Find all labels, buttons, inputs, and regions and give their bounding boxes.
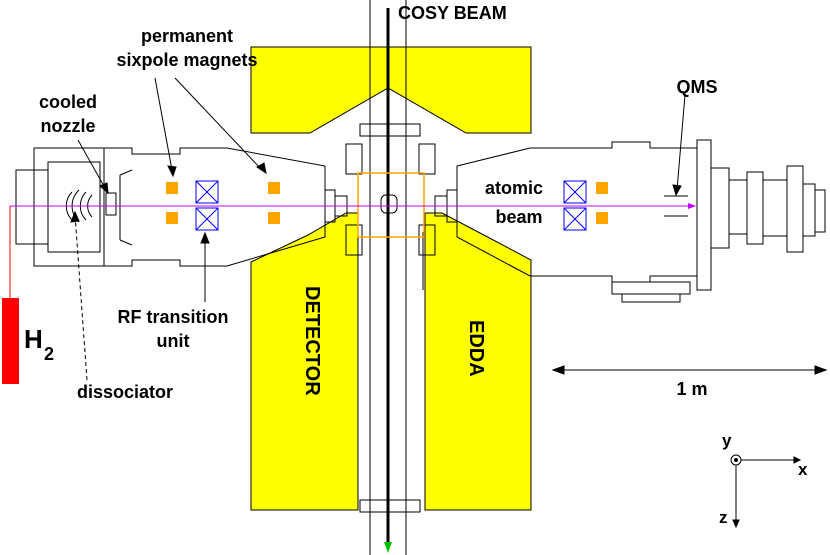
- sixpole-magnets-right: [596, 182, 608, 224]
- beam-label: beam: [495, 207, 542, 227]
- sixpole-magnets-left: [166, 182, 280, 224]
- sixpole-magnets-label: sixpole magnets: [116, 50, 257, 70]
- atomic-label: atomic: [485, 178, 543, 198]
- cooled-label: cooled: [39, 92, 97, 112]
- h2-subscript: 2: [44, 344, 54, 364]
- scale-bar: [551, 365, 828, 375]
- permanent-label: permanent: [141, 26, 233, 46]
- rf-transition-label: RF transition: [118, 307, 229, 327]
- atomic-beam-arrowhead: [688, 203, 696, 209]
- dissociator-label: dissociator: [77, 382, 173, 402]
- rf-transition-coils: [195, 180, 219, 231]
- axis-x-label: x: [798, 460, 808, 479]
- h2-bottle: [2, 298, 19, 384]
- unit-label: unit: [157, 331, 190, 351]
- rf-coils-right: [563, 180, 587, 231]
- scale-label: 1 m: [676, 379, 707, 399]
- qms-housing: [434, 139, 826, 303]
- cosy-beam-arrowhead: [384, 542, 392, 553]
- qms-label: QMS: [676, 77, 717, 97]
- leader-arrows: [70, 77, 686, 381]
- nozzle-label: nozzle: [40, 116, 95, 136]
- edda-label: EDDA: [465, 320, 487, 377]
- detector-label: DETECTOR: [301, 286, 323, 396]
- coordinate-axes: [730, 454, 802, 529]
- interaction-box: [357, 172, 425, 238]
- cosy-beam-label: COSY BEAM: [398, 3, 507, 23]
- upper-detector-region: [250, 46, 532, 134]
- edda-right-region: [424, 212, 532, 511]
- beam-pipe: [345, 0, 436, 555]
- axis-z-label: z: [719, 508, 728, 527]
- h2-label: H: [24, 324, 43, 354]
- axis-y-label: y: [722, 431, 732, 450]
- target-cell: [380, 194, 398, 214]
